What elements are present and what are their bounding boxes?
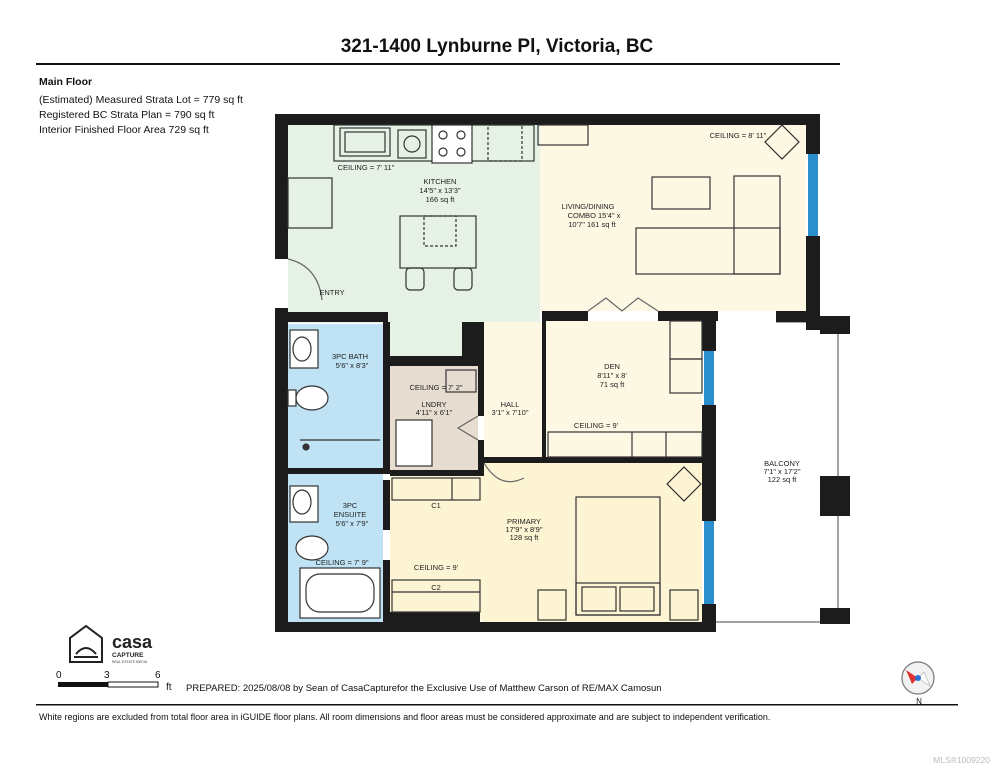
ensuite-dims: 5'6" x 7'9" (336, 519, 369, 528)
bath-label: 3PC BATH (332, 352, 368, 361)
bath-fixtures (287, 329, 381, 619)
closet-area (390, 476, 482, 620)
info-line-finished-area: Interior Finished Floor Area 729 sq ft (39, 124, 209, 136)
laundry-fixtures (391, 369, 481, 613)
living-area-text: 10'7" 161 sq ft (568, 220, 616, 229)
scale-bar: 0 3 6 ft (56, 668, 182, 697)
c2-label: C2 (431, 583, 441, 592)
balcony-label: BALCONY (764, 459, 800, 468)
logo-tagline: REAL ESTATE MEDIA (112, 660, 148, 664)
primary-ceiling: CEILING = 9' (414, 563, 459, 572)
entry-label: ENTRY (319, 288, 344, 297)
prepared-note: PREPARED: 2025/08/08 by Sean of CasaCapt… (186, 683, 662, 694)
kitchen-label: KITCHEN (424, 177, 457, 186)
floor-heading: Main Floor (39, 76, 93, 88)
floor-info: Main Floor (Estimated) Measured Strata L… (39, 76, 243, 139)
laundry-ceiling: CEILING = 7' 2" (409, 383, 462, 392)
laundry-dims: 4'11" x 6'1" (416, 408, 453, 417)
scale-tick-3: 3 (104, 670, 110, 681)
ensuite-label-2: ENSUITE (334, 510, 367, 519)
house-logo-icon: casa CAPTURE REAL ESTATE MEDIA (69, 624, 153, 664)
scale-tick-6: 6 (155, 670, 161, 681)
c1-label: C1 (431, 501, 441, 510)
entry-nook-area (388, 323, 462, 356)
footer-rule (36, 704, 958, 706)
casa-capture-logo: casa CAPTURE REAL ESTATE MEDIA (66, 624, 166, 671)
kitchen-ceiling: CEILING = 7' 11" (338, 163, 395, 172)
page-title: 321-1400 Lynburne Pl, Victoria, BC (340, 36, 654, 57)
scale-unit: ft (166, 682, 172, 692)
balcony-dims: 7'1" x 17'2" (764, 467, 801, 476)
compass-icon: N (901, 661, 935, 706)
windows (704, 154, 818, 604)
compass: N (898, 660, 942, 713)
living-ceiling: CEILING = 8' 11" (710, 131, 767, 140)
bath-dims: 5'6" x 8'3" (336, 361, 369, 370)
kitchen-fixtures (287, 124, 535, 301)
compass-north-label: N (916, 697, 922, 706)
ensuite-label: 3PC (343, 501, 358, 510)
hall-label: HALL (501, 400, 520, 409)
primary-dims: 17'9" x 8'9" (506, 525, 543, 534)
primary-area-text: 128 sq ft (510, 533, 540, 542)
hall-dims: 3'1" x 7'10" (492, 408, 529, 417)
ensuite-ceiling: CEILING = 7' 9" (315, 558, 368, 567)
kitchen-dims: 14'5" x 13'3" (419, 186, 460, 195)
den-area-text: 71 sq ft (600, 380, 626, 389)
logo-brand: casa (112, 632, 153, 652)
laundry-label: LNDRY (421, 400, 446, 409)
walls (275, 114, 820, 632)
disclaimer: White regions are excluded from total fl… (39, 712, 771, 722)
logo-sub: CAPTURE (112, 652, 144, 659)
den-dims: 8'11" x 8' (597, 371, 627, 380)
mls-number: MLS®1009220 (933, 755, 990, 765)
primary-label: PRIMARY (507, 517, 541, 526)
kitchen-area-text: 166 sq ft (426, 195, 456, 204)
den-area (546, 321, 702, 457)
living-dims: COMBO 15'4" x (568, 211, 621, 220)
living-label: LIVING/DINING (562, 202, 615, 211)
bedroom-furniture (483, 320, 703, 621)
hall-area (484, 322, 542, 462)
info-line-strata-plan: Registered BC Strata Plan = 790 sq ft (39, 109, 215, 121)
info-line-strata-lot: (Estimated) Measured Strata Lot = 779 sq… (39, 94, 243, 106)
den-label: DEN (604, 362, 620, 371)
title-rule (36, 63, 840, 65)
balcony-area-text: 122 sq ft (768, 475, 798, 484)
den-ceiling: CEILING = 9' (574, 421, 619, 430)
living-furniture (537, 124, 800, 312)
scale-tick-0: 0 (56, 670, 62, 681)
living-area (540, 125, 806, 311)
